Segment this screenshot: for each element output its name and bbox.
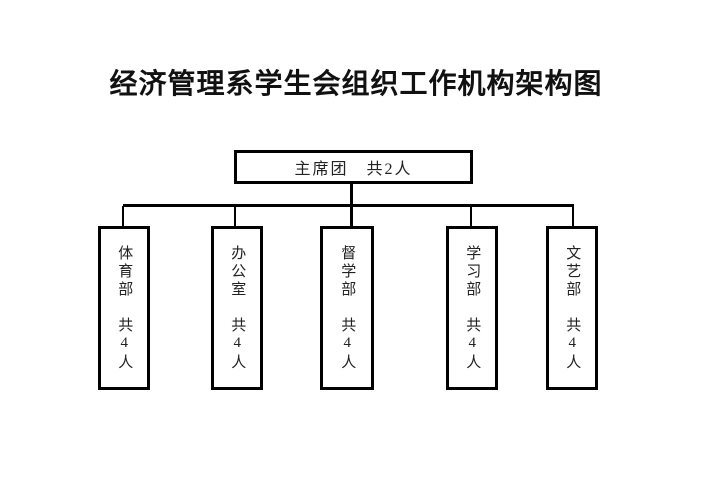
connector-drop-dept-4 xyxy=(470,206,472,226)
org-node-sports-dept: 体育部 共4人 xyxy=(98,226,150,390)
org-node-arts-dept-label: 文艺部 共4人 xyxy=(564,244,581,372)
connector-drop-dept-2 xyxy=(234,206,236,226)
org-node-presidium: 主席团 共2人 xyxy=(234,150,473,184)
org-node-presidium-label: 主席团 共2人 xyxy=(294,161,413,178)
org-node-office: 办公室 共4人 xyxy=(211,226,263,390)
connector-horizontal-bar xyxy=(123,204,574,207)
connector-drop-dept-5 xyxy=(572,206,574,226)
org-node-sports-dept-label: 体育部 共4人 xyxy=(116,244,133,372)
org-node-study-dept: 学习部 共4人 xyxy=(446,226,498,390)
org-node-office-label: 办公室 共4人 xyxy=(229,244,246,372)
org-node-arts-dept: 文艺部 共4人 xyxy=(546,226,598,390)
connector-drop-dept-1 xyxy=(122,206,124,226)
org-node-supervision-dept-label: 督学部 共4人 xyxy=(339,244,356,372)
chart-title: 经济管理系学生会组织工作机构架构图 xyxy=(109,68,603,99)
org-node-study-dept-label: 学习部 共4人 xyxy=(464,244,481,372)
org-node-supervision-dept: 督学部 共4人 xyxy=(320,226,374,390)
